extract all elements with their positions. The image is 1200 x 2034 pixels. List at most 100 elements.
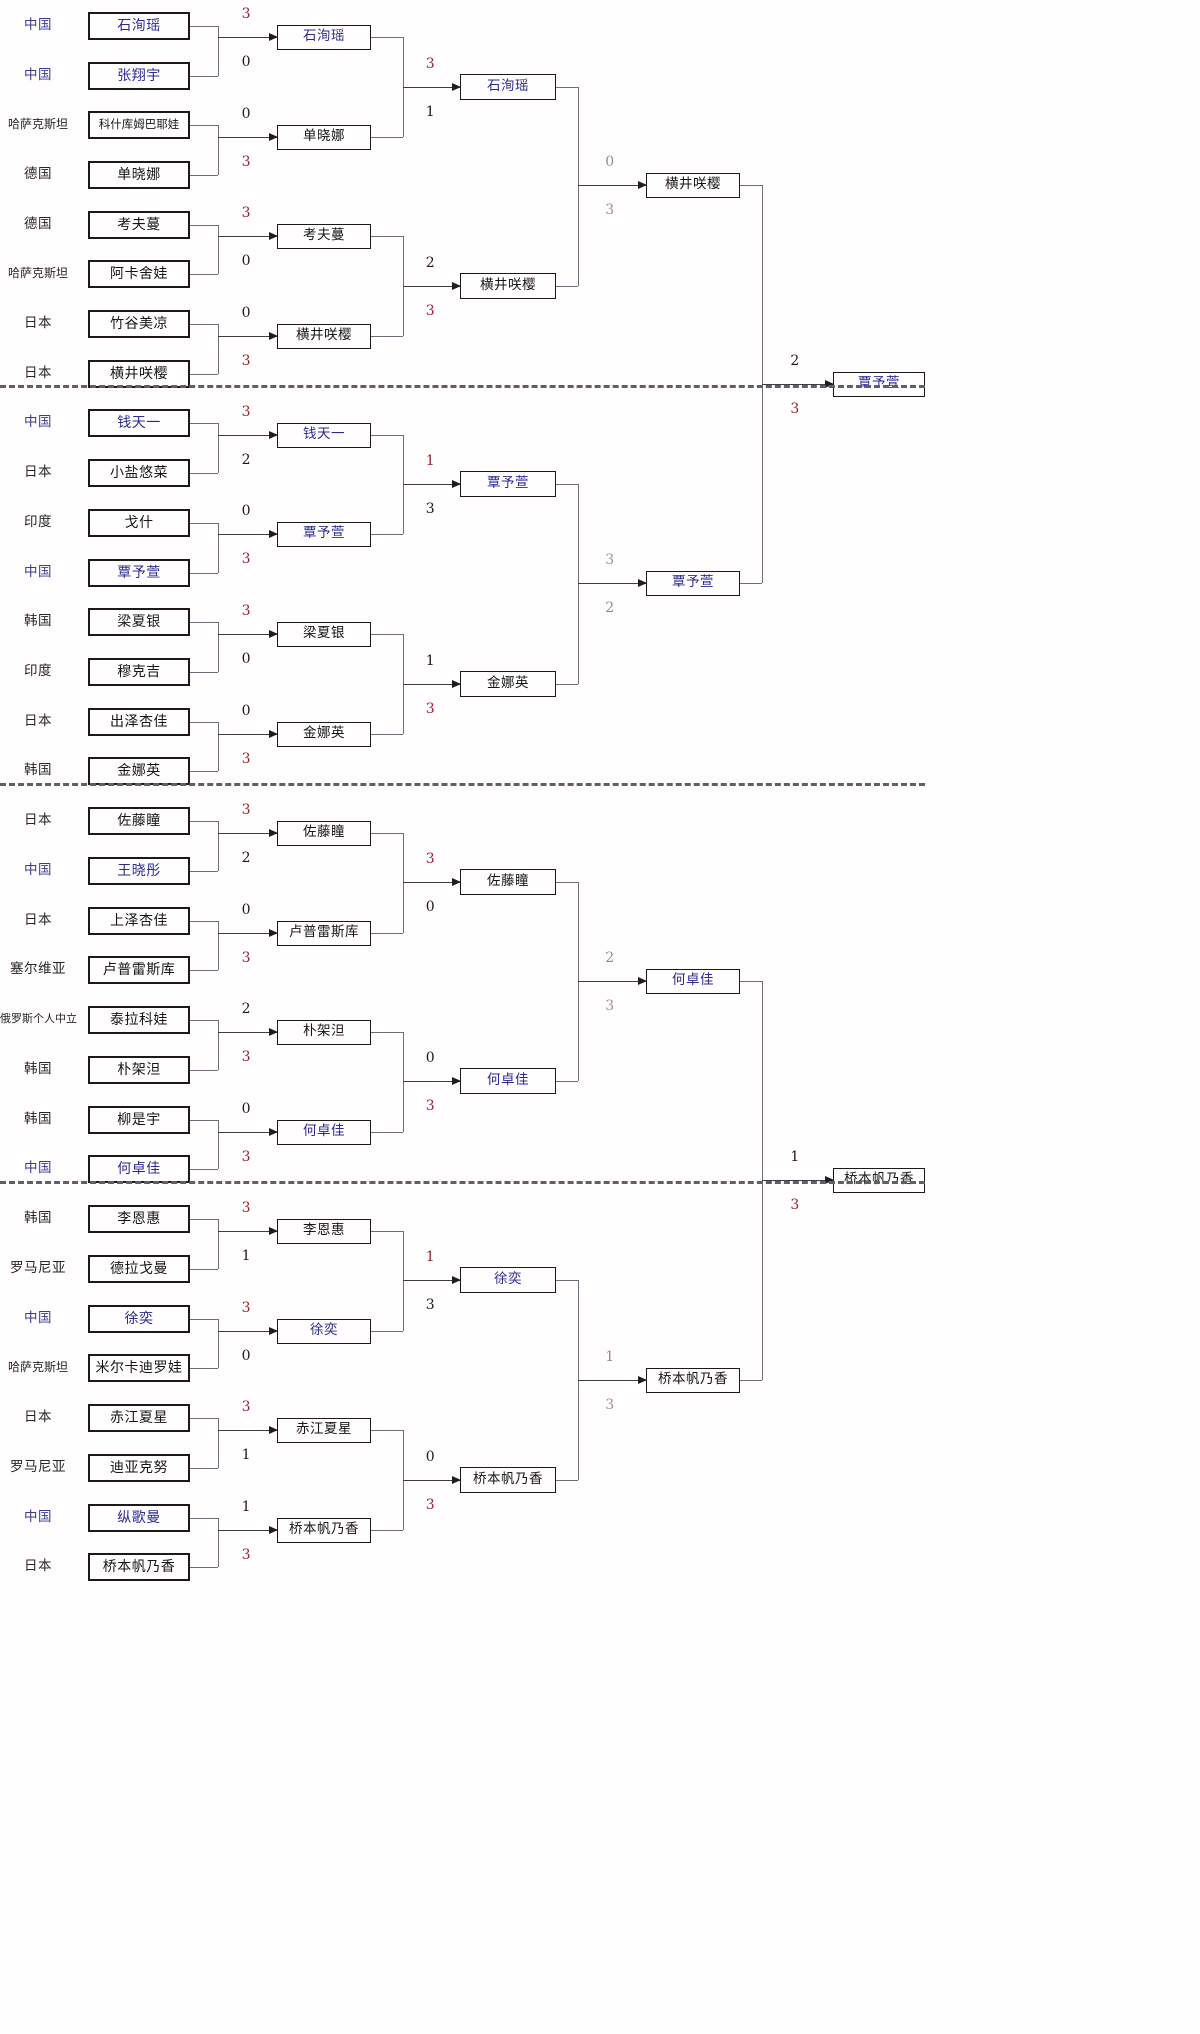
r1-match-1-arrow[interactable] [218, 131, 278, 143]
r1-match-7-arrow[interactable] [218, 728, 278, 740]
player-box-r3-5[interactable]: 何卓佳 [460, 1068, 556, 1094]
player-box-r1-2[interactable]: 科什库姆巴耶娃 [88, 111, 190, 139]
player-box-r1-21[interactable]: 朴架泹 [88, 1056, 190, 1084]
player-box-r2-3[interactable]: 横井咲樱 [277, 323, 371, 349]
r2-match-4-arrow[interactable] [403, 876, 461, 888]
player-box-r5-0[interactable]: 覃予萱 [833, 371, 925, 397]
player-box-r2-8[interactable]: 佐藤瞳 [277, 820, 371, 846]
player-box-r2-13[interactable]: 徐奕 [277, 1318, 371, 1344]
player-box-r1-11[interactable]: 覃予萱 [88, 559, 190, 587]
player-box-r2-10[interactable]: 朴架泹 [277, 1019, 371, 1045]
player-box-r1-12[interactable]: 梁夏银 [88, 608, 190, 636]
r1-match-12-stub-top [190, 1219, 218, 1221]
player-box-r1-3[interactable]: 单晓娜 [88, 161, 190, 189]
player-box-r1-31[interactable]: 桥本帆乃香 [88, 1553, 190, 1581]
player-box-r4-0[interactable]: 横井咲樱 [646, 172, 740, 198]
r1-match-11-arrow[interactable] [218, 1126, 278, 1138]
player-box-r2-1[interactable]: 单晓娜 [277, 124, 371, 150]
player-box-r1-22[interactable]: 柳是宇 [88, 1106, 190, 1134]
r1-match-3-arrow[interactable] [218, 330, 278, 342]
r1-match-2-arrow[interactable] [218, 230, 278, 242]
player-box-r2-15[interactable]: 桥本帆乃香 [277, 1517, 371, 1543]
r3-match-0-arrow[interactable] [578, 179, 647, 191]
r2-match-5-arrow[interactable] [403, 1075, 461, 1087]
player-box-r1-10[interactable]: 戈什 [88, 509, 190, 537]
r1-match-15-arrow[interactable] [218, 1524, 278, 1536]
r3-match-2-arrow[interactable] [578, 975, 647, 987]
r1-match-12-arrow[interactable] [218, 1225, 278, 1237]
r1-match-14-arrow[interactable] [218, 1424, 278, 1436]
player-box-r1-8[interactable]: 钱天一 [88, 409, 190, 437]
r1-match-8-arrow[interactable] [218, 827, 278, 839]
player-box-r1-29[interactable]: 迪亚克努 [88, 1454, 190, 1482]
r2-match-1-arrow[interactable] [403, 280, 461, 292]
player-box-r3-6[interactable]: 徐奕 [460, 1267, 556, 1293]
player-box-r1-25[interactable]: 德拉戈曼 [88, 1255, 190, 1283]
r3-match-0-vline [578, 87, 580, 286]
player-box-r1-23[interactable]: 何卓佳 [88, 1155, 190, 1183]
player-box-r2-4[interactable]: 钱天一 [277, 422, 371, 448]
r4-match-1-arrow[interactable] [762, 1174, 834, 1186]
player-box-r1-4[interactable]: 考夫蔓 [88, 211, 190, 239]
r3-match-3-stub-bottom [556, 1480, 578, 1482]
country-label-r1-2: 哈萨克斯坦 [7, 117, 68, 131]
player-box-r1-13[interactable]: 穆克吉 [88, 658, 190, 686]
r2-match-5-stub-bottom [371, 1132, 403, 1134]
player-box-r1-14[interactable]: 出泽杏佳 [88, 708, 190, 736]
player-box-r4-1[interactable]: 覃予萱 [646, 570, 740, 596]
r1-match-5-arrow[interactable] [218, 528, 278, 540]
r2-match-3-arrow[interactable] [403, 678, 461, 690]
player-box-r1-28[interactable]: 赤江夏星 [88, 1404, 190, 1432]
player-box-r1-18[interactable]: 上泽杏佳 [88, 907, 190, 935]
player-box-r3-0[interactable]: 石洵瑶 [460, 74, 556, 100]
player-box-r1-26[interactable]: 徐奕 [88, 1305, 190, 1333]
player-box-r2-0[interactable]: 石洵瑶 [277, 24, 371, 50]
player-box-r3-7[interactable]: 桥本帆乃香 [460, 1467, 556, 1493]
player-box-r4-3[interactable]: 桥本帆乃香 [646, 1367, 740, 1393]
player-box-r2-14[interactable]: 赤江夏星 [277, 1417, 371, 1443]
player-box-r1-16[interactable]: 佐藤瞳 [88, 807, 190, 835]
r3-match-1-arrow[interactable] [578, 577, 647, 589]
player-box-r1-6[interactable]: 竹谷美凉 [88, 310, 190, 338]
r1-match-1-score-top: 0 [241, 106, 251, 122]
player-box-r1-15[interactable]: 金娜英 [88, 757, 190, 785]
r2-match-2-arrow[interactable] [403, 478, 461, 490]
r1-match-0-arrow[interactable] [218, 31, 278, 43]
player-box-r1-1[interactable]: 张翔宇 [88, 62, 190, 90]
player-box-r2-5[interactable]: 覃予萱 [277, 521, 371, 547]
player-box-r2-6[interactable]: 梁夏银 [277, 621, 371, 647]
player-box-r3-4[interactable]: 佐藤瞳 [460, 869, 556, 895]
player-box-r1-5[interactable]: 阿卡舍娃 [88, 260, 190, 288]
player-box-r2-7[interactable]: 金娜英 [277, 721, 371, 747]
r2-match-0-arrow[interactable] [403, 81, 461, 93]
r2-match-3-stub-bottom [371, 734, 403, 736]
player-box-r1-19[interactable]: 卢普雷斯库 [88, 956, 190, 984]
r2-match-7-arrow[interactable] [403, 1474, 461, 1486]
player-box-r1-7[interactable]: 横井咲樱 [88, 360, 190, 388]
player-box-r2-11[interactable]: 何卓佳 [277, 1119, 371, 1145]
player-box-r2-12[interactable]: 李恩惠 [277, 1218, 371, 1244]
player-box-r3-2[interactable]: 覃予萱 [460, 471, 556, 497]
player-box-r1-0[interactable]: 石洵瑶 [88, 12, 190, 40]
r1-match-13-arrow[interactable] [218, 1325, 278, 1337]
player-box-r3-3[interactable]: 金娜英 [460, 671, 556, 697]
r2-match-6-arrow[interactable] [403, 1274, 461, 1286]
r4-match-0-arrow[interactable] [762, 378, 834, 390]
player-box-r2-9[interactable]: 卢普雷斯库 [277, 920, 371, 946]
r1-match-6-arrow[interactable] [218, 628, 278, 640]
player-box-r5-1[interactable]: 桥本帆乃香 [833, 1167, 925, 1193]
r1-match-2-stub-top [190, 225, 218, 227]
player-box-r1-27[interactable]: 米尔卡迪罗娃 [88, 1354, 190, 1382]
player-box-r1-30[interactable]: 纵歌曼 [88, 1504, 190, 1532]
player-box-r3-1[interactable]: 横井咲樱 [460, 273, 556, 299]
player-box-r1-17[interactable]: 王晓彤 [88, 857, 190, 885]
r1-match-9-arrow[interactable] [218, 927, 278, 939]
player-box-r4-2[interactable]: 何卓佳 [646, 968, 740, 994]
player-box-r1-24[interactable]: 李恩惠 [88, 1205, 190, 1233]
player-box-r1-20[interactable]: 泰拉科娃 [88, 1006, 190, 1034]
player-box-r2-2[interactable]: 考夫蔓 [277, 223, 371, 249]
r3-match-3-arrow[interactable] [578, 1374, 647, 1386]
player-box-r1-9[interactable]: 小盐悠菜 [88, 459, 190, 487]
r1-match-4-arrow[interactable] [218, 429, 278, 441]
r1-match-10-arrow[interactable] [218, 1026, 278, 1038]
